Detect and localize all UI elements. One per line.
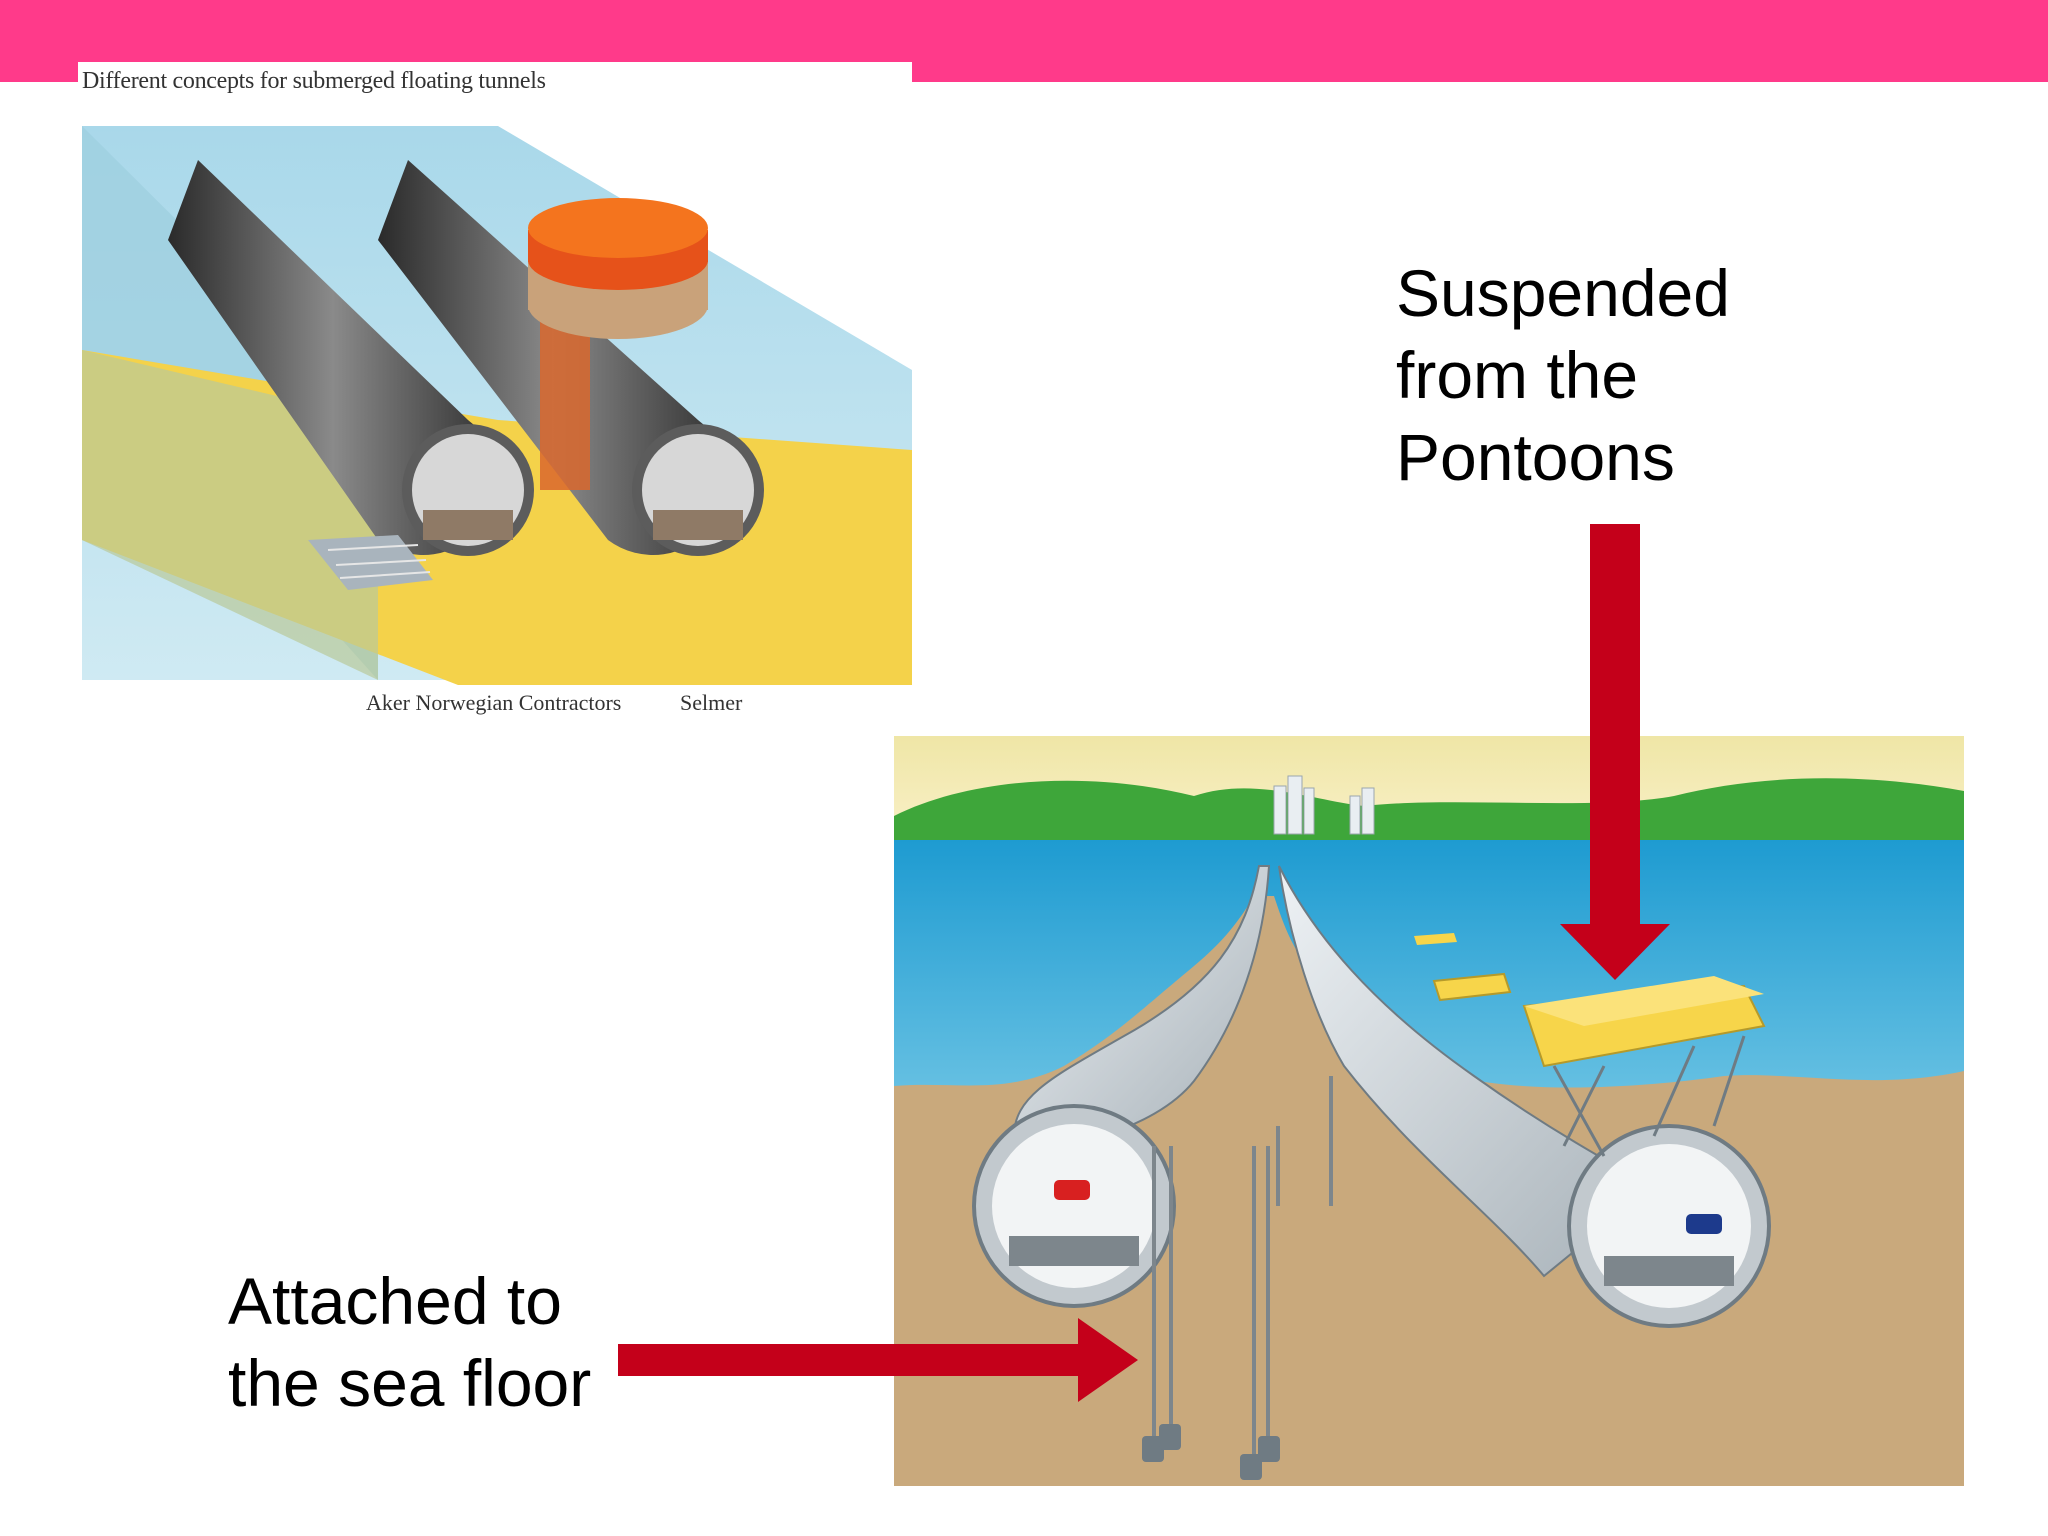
- left-tunnel-road: [423, 510, 513, 540]
- callout-suspended-line-2: from the: [1396, 338, 1639, 412]
- callout-suspended-line-1: Suspended: [1396, 256, 1730, 330]
- large-pontoon-top: [1524, 976, 1764, 1026]
- blue-car: [1686, 1214, 1722, 1234]
- fjord-tunnel-illustration: [894, 736, 1964, 1486]
- credit-aker-norwegian: Aker Norwegian Contractors: [366, 690, 622, 715]
- credit-selmer: Selmer: [680, 690, 743, 715]
- red-car: [1054, 1180, 1090, 1200]
- callout-attached-line-2: the sea floor: [228, 1346, 592, 1420]
- city-skyline: [1273, 775, 1375, 835]
- green-hills: [894, 778, 1964, 848]
- callout-suspended: Suspended from the Pontoons: [1396, 252, 1730, 498]
- anchor-weights: [1142, 1424, 1280, 1480]
- callout-suspended-line-3: Pontoons: [1396, 420, 1675, 494]
- tunnel-concepts-drawing: [82, 126, 912, 685]
- anchored-tunnel-road: [1009, 1236, 1139, 1266]
- small-pontoon: [1432, 972, 1512, 1002]
- suspended-tunnel-road: [1604, 1256, 1734, 1286]
- pontoon-cables: [1552, 1035, 1746, 1157]
- callout-attached-line-1: Attached to: [228, 1264, 562, 1338]
- right-tunnel-road: [653, 510, 743, 540]
- anchor-block-grid: [327, 544, 431, 579]
- pontoon-top-face: [528, 198, 708, 258]
- tiny-pontoon: [1414, 933, 1457, 945]
- figure-caption: Different concepts for submerged floatin…: [82, 68, 546, 94]
- anchor-tethers: [1152, 1076, 1333, 1456]
- arrow-down-to-pontoon: [1560, 524, 1670, 980]
- callout-attached: Attached to the sea floor: [228, 1260, 591, 1424]
- arrow-right-to-anchors: [618, 1318, 1138, 1402]
